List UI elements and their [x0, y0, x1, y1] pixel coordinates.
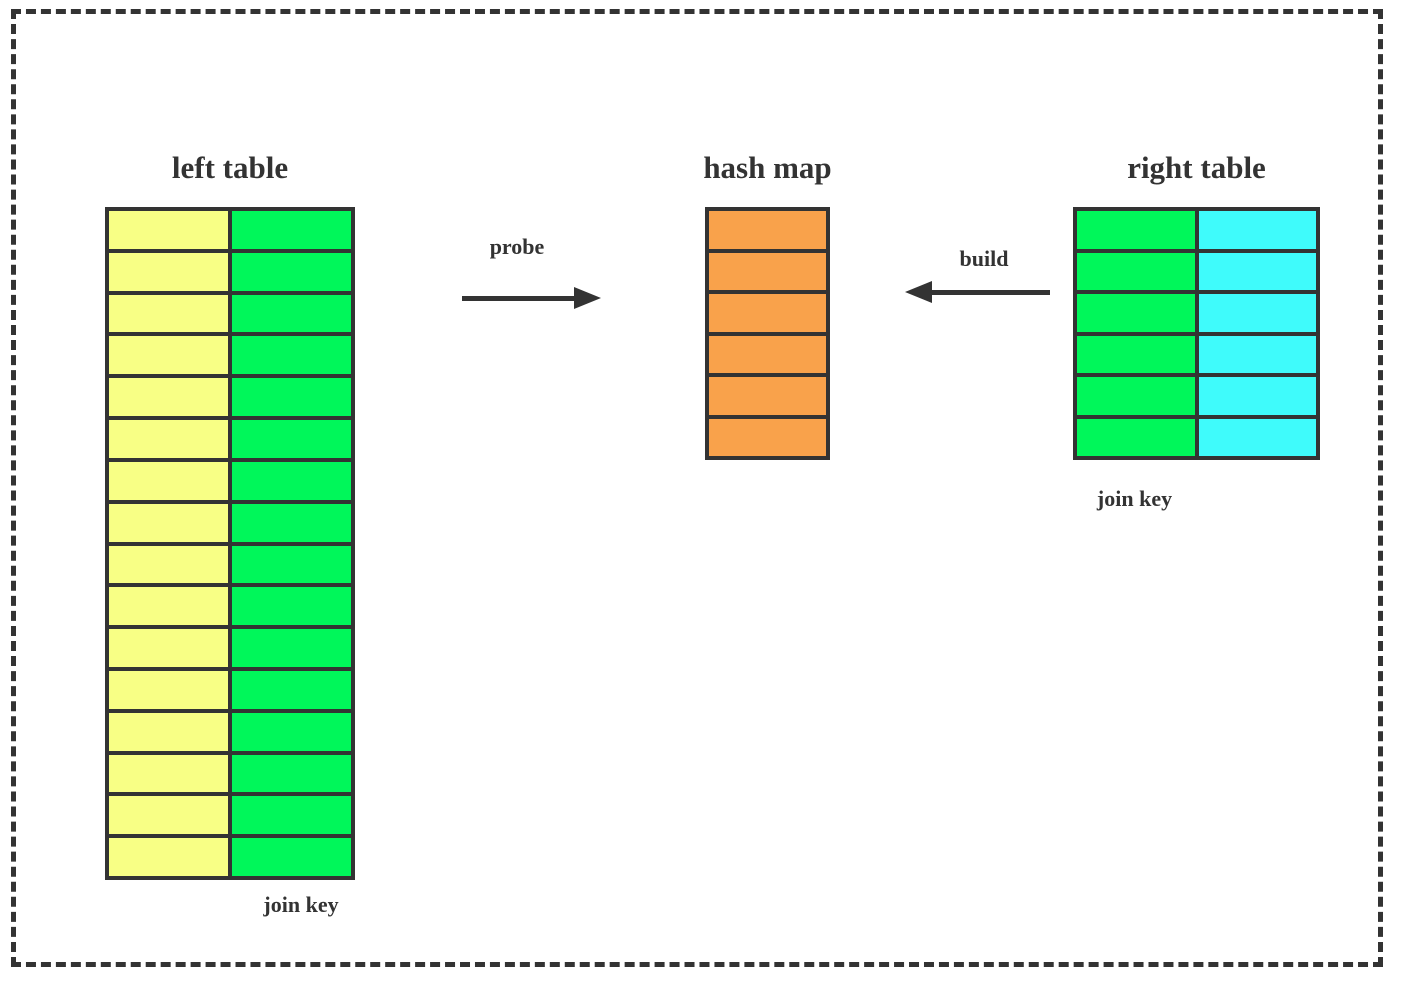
left-join-key-cell: [232, 587, 351, 626]
left-join-key-cell: [232, 294, 351, 333]
left-value-cell: [109, 587, 228, 626]
probe-arrow-line: [462, 296, 576, 301]
right-join-key-cell: [1077, 335, 1195, 373]
left-value-cell: [109, 294, 228, 333]
right-value-cell: [1198, 418, 1316, 456]
right-value-cell: [1198, 211, 1316, 249]
left-value-cell: [109, 629, 228, 667]
hash-map-grid: [705, 207, 830, 460]
left-join-key-cell: [232, 712, 351, 751]
right-join-key-cell: [1077, 418, 1195, 456]
left-value-cell: [109, 796, 228, 835]
left-value-cell: [109, 252, 228, 291]
right-join-key-cell: [1077, 211, 1195, 249]
build-arrow-left-icon: [905, 281, 932, 303]
left-value-cell: [109, 712, 228, 751]
build-arrow-line: [930, 290, 1050, 295]
right-value-cell: [1198, 294, 1316, 332]
left-join-key-cell: [232, 796, 351, 835]
right-value-cell: [1198, 252, 1316, 290]
left-join-key-cell: [232, 461, 351, 500]
left-join-key-cell: [232, 629, 351, 667]
left-join-key-cell: [232, 754, 351, 793]
left-join-key-cell: [232, 211, 351, 249]
left-table-title: left table: [171, 150, 289, 185]
build-arrow-label: build: [959, 246, 1009, 271]
left-table-join-key-label: join key: [263, 892, 339, 917]
hash-bucket-cell: [709, 377, 826, 415]
left-value-cell: [109, 545, 228, 584]
left-value-cell: [109, 754, 228, 793]
left-join-key-cell: [232, 378, 351, 417]
left-value-cell: [109, 378, 228, 417]
hash-map-title: hash map: [703, 150, 832, 185]
hash-bucket-cell: [709, 252, 826, 290]
left-value-cell: [109, 503, 228, 542]
hash-bucket-cell: [709, 211, 826, 249]
left-join-key-cell: [232, 838, 351, 876]
left-join-key-cell: [232, 420, 351, 458]
left-value-cell: [109, 670, 228, 709]
probe-arrow-right-icon: [574, 287, 601, 309]
left-join-key-cell: [232, 670, 351, 709]
hash-bucket-cell: [709, 335, 826, 373]
right-join-key-cell: [1077, 252, 1195, 290]
right-table-grid: [1073, 207, 1320, 460]
probe-arrow-label: probe: [489, 234, 545, 259]
hash-bucket-cell: [709, 418, 826, 456]
hash-bucket-cell: [709, 294, 826, 332]
dashed-border-frame: [11, 9, 1383, 967]
left-join-key-cell: [232, 336, 351, 375]
left-join-key-cell: [232, 252, 351, 291]
left-value-cell: [109, 211, 228, 249]
left-join-key-cell: [232, 503, 351, 542]
left-join-key-cell: [232, 545, 351, 584]
right-value-cell: [1198, 335, 1316, 373]
left-value-cell: [109, 336, 228, 375]
left-value-cell: [109, 838, 228, 876]
right-value-cell: [1198, 377, 1316, 415]
left-value-cell: [109, 420, 228, 458]
right-join-key-cell: [1077, 377, 1195, 415]
right-join-key-cell: [1077, 294, 1195, 332]
left-table-grid: [105, 207, 355, 880]
left-value-cell: [109, 461, 228, 500]
right-table-title: right table: [1127, 150, 1266, 185]
right-table-join-key-label: join key: [1096, 486, 1173, 511]
